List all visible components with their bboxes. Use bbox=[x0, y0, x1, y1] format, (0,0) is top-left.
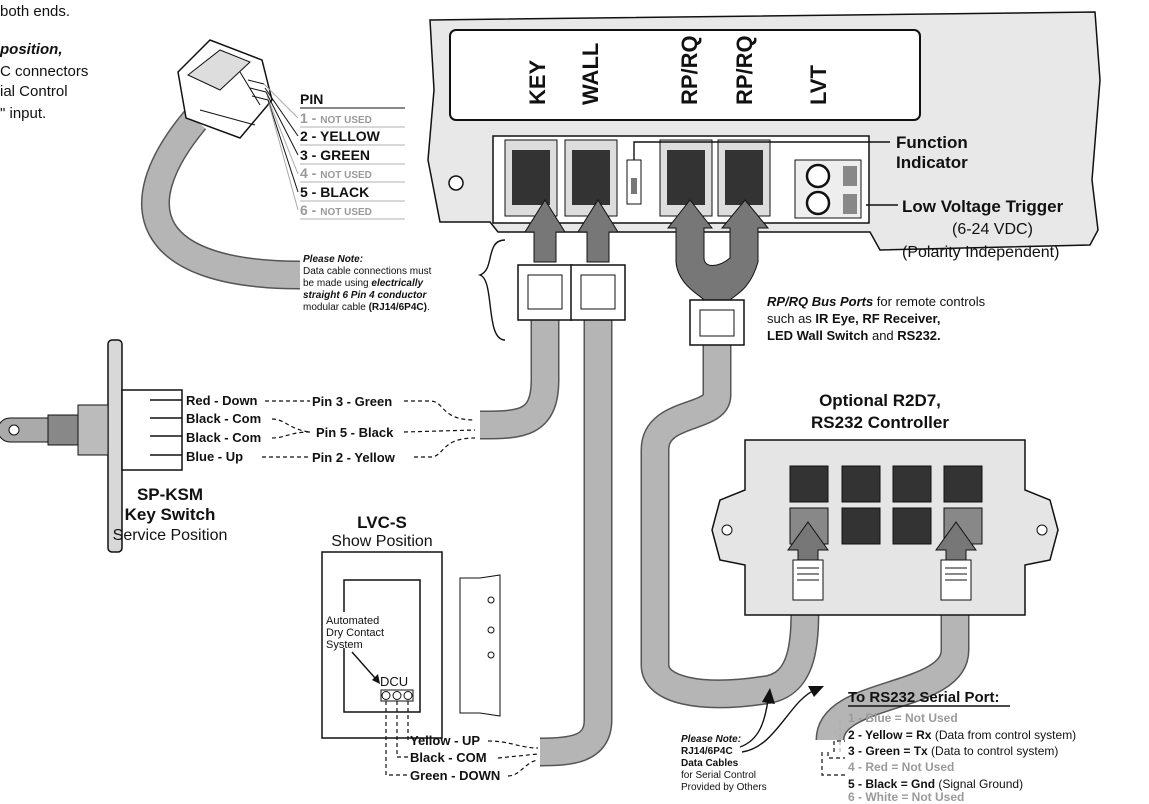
lvt-range: (6-24 VDC) bbox=[952, 221, 1033, 238]
pin-row-5: 5 - BLACK bbox=[300, 184, 369, 200]
r2d7-plug-left bbox=[787, 521, 829, 601]
r2d7-plug-right bbox=[935, 521, 977, 601]
ksm-title-1: SP-KSM bbox=[137, 485, 203, 504]
ksm-subtitle: Service Position bbox=[113, 527, 228, 544]
port-label-rprq-1: RP/RQ bbox=[677, 35, 702, 105]
key-icon bbox=[0, 417, 49, 443]
cable-note: Please Note: Data cable connections must… bbox=[303, 254, 432, 313]
rs232-row-3: 3 - Green = Tx (Data to control system) bbox=[848, 744, 1058, 758]
pin-row-3: 3 - GREEN bbox=[300, 147, 370, 163]
rs232-title: To RS232 Serial Port: bbox=[848, 689, 999, 706]
port-label-panel bbox=[449, 29, 921, 121]
function-indicator-label-1: Function bbox=[896, 133, 968, 152]
function-indicator-led bbox=[626, 159, 642, 205]
ksm-wire-black-1: Black - Com bbox=[186, 411, 261, 426]
cable-note-line-1: Data cable connections must bbox=[303, 266, 432, 277]
key-plug bbox=[517, 199, 573, 321]
cables bbox=[141, 110, 970, 767]
ksm-title-2: Key Switch bbox=[125, 505, 216, 524]
lvc-title: LVC-S bbox=[357, 513, 407, 532]
rs232-row-2: 2 - Yellow = Rx (Data from control syste… bbox=[848, 728, 1076, 742]
bus-ports-note: RP/RQ Bus Ports for remote controls such… bbox=[767, 294, 986, 343]
ksm-wire-blue: Blue - Up bbox=[186, 449, 243, 464]
port-label-wall: WALL bbox=[578, 43, 603, 105]
lvc-wire-yellow: Yellow - UP bbox=[410, 733, 480, 748]
bus-note-line-2: such as IR Eye, RF Receiver, bbox=[767, 311, 940, 326]
dcu-terminal bbox=[380, 689, 414, 702]
cable-note-line-2: be made using electrically bbox=[303, 278, 424, 289]
lvc-auto-1: Automated bbox=[326, 615, 379, 627]
key-switch bbox=[0, 339, 183, 553]
intro-line-2: position, bbox=[0, 41, 63, 58]
r2d7-controller bbox=[711, 439, 1059, 616]
pin-row-6: 6 - NOT USED bbox=[300, 202, 372, 218]
lvc-wiring: Yellow - UP Black - COM Green - DOWN bbox=[385, 701, 539, 783]
ksm-wire-black-2: Black - Com bbox=[186, 430, 261, 445]
rprq-y-splitter bbox=[666, 199, 770, 346]
pin-leaders bbox=[263, 83, 299, 211]
function-indicator-label-2: Indicator bbox=[896, 153, 968, 172]
rj14-plug-icon bbox=[177, 39, 273, 139]
r2d7-title-1: Optional R2D7, bbox=[819, 391, 941, 410]
lvc-auto-2: Dry Contact bbox=[326, 627, 384, 639]
wall-plug bbox=[570, 199, 626, 321]
ksm-pin-2: Pin 2 - Yellow bbox=[312, 450, 396, 465]
bus-note-line-3: LED Wall Switch and RS232. bbox=[767, 328, 941, 343]
intro-line-5: " input. bbox=[0, 105, 46, 122]
pin-row-1: 1 - NOT USED bbox=[300, 110, 372, 126]
port-label-rprq-2: RP/RQ bbox=[732, 35, 757, 105]
intro-line-3: C connectors bbox=[0, 63, 88, 80]
serial-note-line-3: for Serial Control bbox=[681, 770, 756, 781]
lvt-title: Low Voltage Trigger bbox=[902, 197, 1064, 216]
lvc-subtitle: Show Position bbox=[331, 533, 432, 550]
pin-table-header: PIN bbox=[300, 91, 323, 107]
pin-row-4: 4 - NOT USED bbox=[300, 165, 372, 181]
lvc-wire-green: Green - DOWN bbox=[410, 768, 500, 783]
key-switch-wiring: Red - Down Black - Com Black - Com Blue … bbox=[186, 393, 476, 465]
lvc-auto-3: System bbox=[326, 639, 363, 651]
r2d7-title-2: RS232 Controller bbox=[811, 413, 949, 432]
cable-note-line-4: modular cable (RJ14/6P4C). bbox=[303, 302, 430, 313]
rs232-row-1: 1 - Blue = Not Used bbox=[848, 711, 958, 725]
lvt-note: (Polarity Independent) bbox=[902, 244, 1059, 261]
controller-module: KEY WALL RP/RQ RP/RQ LVT bbox=[427, 11, 1101, 251]
ksm-pin-3: Pin 3 - Green bbox=[312, 394, 392, 409]
rs232-row-4: 4 - Red = Not Used bbox=[848, 760, 954, 774]
pin-row-2: 2 - YELLOW bbox=[300, 128, 381, 144]
rs232-row-6: 6 - White = Not Used bbox=[848, 790, 964, 804]
serial-note-line-2: Data Cables bbox=[681, 758, 739, 769]
jack-key bbox=[504, 139, 558, 217]
intro-line-4: ial Control bbox=[0, 83, 68, 100]
mount-hole-icon bbox=[448, 175, 464, 191]
pin-table: PIN 1 - NOT USED 2 - YELLOW 3 - GREEN 4 - N… bbox=[300, 91, 405, 220]
lvt-terminal bbox=[794, 159, 862, 219]
lvc-wire-black: Black - COM bbox=[410, 750, 487, 765]
port-label-key: KEY bbox=[525, 59, 550, 105]
rs232-row-5: 5 - Black = Gnd (Signal Ground) bbox=[848, 777, 1023, 791]
lvc-dcu-label: DCU bbox=[380, 674, 408, 689]
serial-note-line-4: Provided by Others bbox=[681, 782, 767, 793]
rs232-pinout: To RS232 Serial Port: 1 - Blue = Not Use… bbox=[821, 689, 1076, 804]
intro-line-1: both ends. bbox=[0, 3, 70, 20]
cable-note-line-3: straight 6 Pin 4 conductor bbox=[303, 290, 427, 301]
port-label-lvt: LVT bbox=[806, 65, 831, 105]
serial-note-line-1: RJ14/6P4C bbox=[681, 746, 733, 757]
serial-note-title: Please Note: bbox=[681, 734, 741, 745]
ksm-wire-red: Red - Down bbox=[186, 393, 258, 408]
bus-note-line-1: RP/RQ Bus Ports for remote controls bbox=[767, 294, 986, 309]
ksm-pin-5: Pin 5 - Black bbox=[316, 425, 394, 440]
serial-note: Please Note: RJ14/6P4C Data Cables for S… bbox=[681, 686, 824, 793]
cable-note-title: Please Note: bbox=[303, 254, 363, 265]
jack-wall bbox=[564, 139, 618, 217]
